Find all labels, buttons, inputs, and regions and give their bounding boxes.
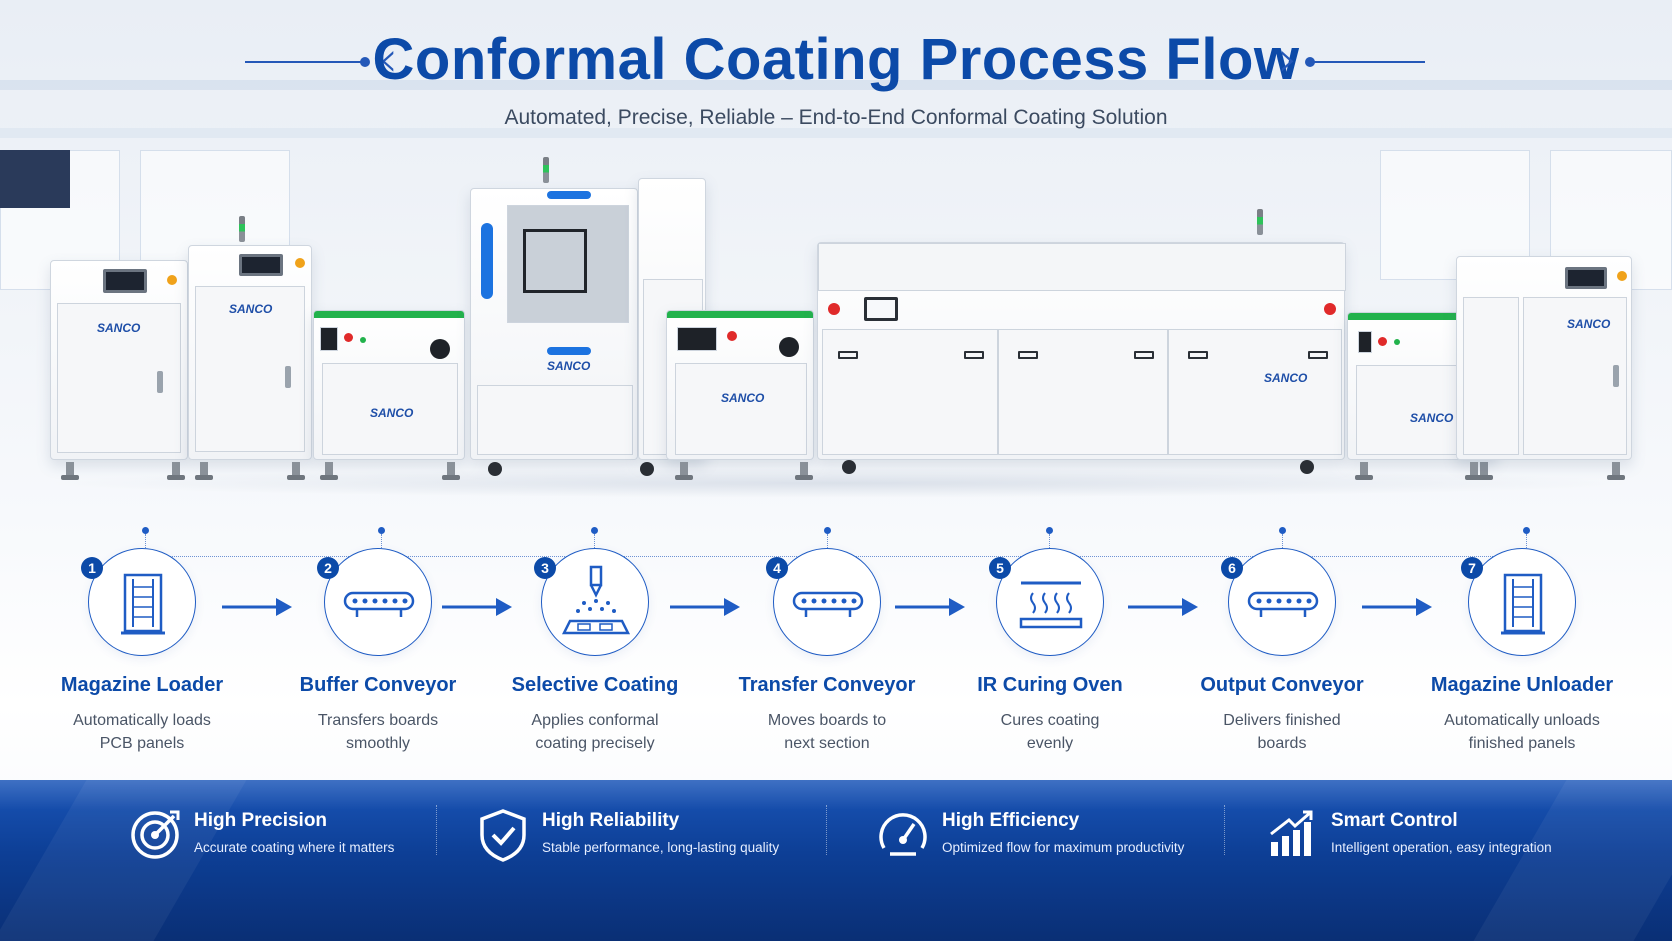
step-title: Output Conveyor [1200, 674, 1364, 696]
page-subtitle: Automated, Precise, Reliable – End-to-En… [504, 106, 1168, 129]
step-magazine-unloader: 7 Magazine Unloader Automatically unload… [1422, 548, 1622, 755]
coating-monitor [0, 150, 70, 208]
shield-check-icon [480, 809, 526, 862]
machine-magazine-unloader: SANCO [1257, 209, 1632, 460]
feature-description: Intelligent operation, easy integration [1331, 840, 1552, 855]
step-circle: 1 [81, 548, 196, 656]
speedometer-icon [879, 813, 927, 856]
chevron-left-icon: ‹ [378, 30, 398, 88]
feature-high-reliability: High Reliability Stable performance, lon… [476, 802, 786, 902]
step-circle: 6 [1221, 548, 1336, 656]
step-number: 7 [1461, 557, 1483, 579]
title-row: ‹ Conformal Coating Process Flow › [0, 20, 1672, 102]
step-circle: 3 [534, 548, 649, 656]
feature-description: Stable performance, long-lasting quality [542, 840, 780, 855]
chevron-right-icon: › [1278, 30, 1298, 88]
step-circle: 4 [766, 548, 881, 656]
step-number: 3 [534, 557, 556, 579]
machine-magazine-loader: SANCO [50, 260, 188, 460]
machine-selective-coating: SANCO [470, 157, 638, 460]
step-title: Magazine Unloader [1430, 674, 1614, 696]
step-circle: 5 [989, 548, 1104, 656]
step-circle: 2 [317, 548, 432, 656]
machine-ir-curing-oven: SANCO [817, 242, 1346, 460]
growth-chart-icon [1270, 810, 1313, 856]
conveyor-icon [1247, 591, 1319, 617]
feature-title: High Reliability [542, 810, 680, 831]
page-title: Conformal Coating Process Flow [372, 27, 1300, 92]
machine-buffer-conveyor: SANCO [313, 310, 465, 460]
step-number: 4 [766, 557, 788, 579]
feature-title: High Efficiency [942, 810, 1080, 831]
conveyor-icon [343, 591, 415, 617]
step-number: 2 [317, 557, 339, 579]
step-title: Magazine Loader [60, 674, 224, 696]
step-title: Selective Coating [511, 674, 679, 696]
feature-high-efficiency: High Efficiency Optimized flow for maxim… [876, 802, 1196, 902]
feature-title: High Precision [194, 810, 328, 831]
machine-transfer-conveyor: SANCO [666, 310, 814, 460]
step-number: 5 [989, 557, 1011, 579]
arrow-right-icon [895, 598, 965, 616]
step-title: Buffer Conveyor [299, 674, 457, 696]
spray-nozzle-icon [561, 565, 631, 635]
arrow-right-icon [442, 598, 512, 616]
feature-high-precision: High Precision Accurate coating where it… [128, 802, 418, 902]
step-number: 1 [81, 557, 103, 579]
feature-title: Smart Control [1331, 810, 1458, 831]
feature-description: Accurate coating where it matters [194, 840, 395, 855]
feature-footer: High Precision Accurate coating where it… [0, 780, 1672, 941]
step-circle: 7 [1461, 548, 1576, 656]
machine-magazine-loader-2: SANCO [188, 216, 312, 460]
arrow-right-icon [1362, 598, 1432, 616]
target-icon [131, 810, 180, 859]
arrow-right-icon [1128, 598, 1198, 616]
step-title: Transfer Conveyor [738, 674, 916, 696]
step-number: 6 [1221, 557, 1243, 579]
machine-line: SANCO SANCO SANCO SANCO [0, 150, 1672, 520]
feature-smart-control: Smart Control Intelligent operation, eas… [1265, 802, 1565, 902]
arrow-right-icon [222, 598, 292, 616]
step-title: IR Curing Oven [977, 674, 1123, 696]
arrow-right-icon [670, 598, 740, 616]
magazine-rack-icon [1501, 573, 1545, 635]
heat-oven-icon [1019, 581, 1083, 629]
conveyor-icon [792, 591, 864, 617]
feature-description: Optimized flow for maximum productivity [942, 840, 1185, 855]
magazine-rack-icon [121, 573, 165, 635]
